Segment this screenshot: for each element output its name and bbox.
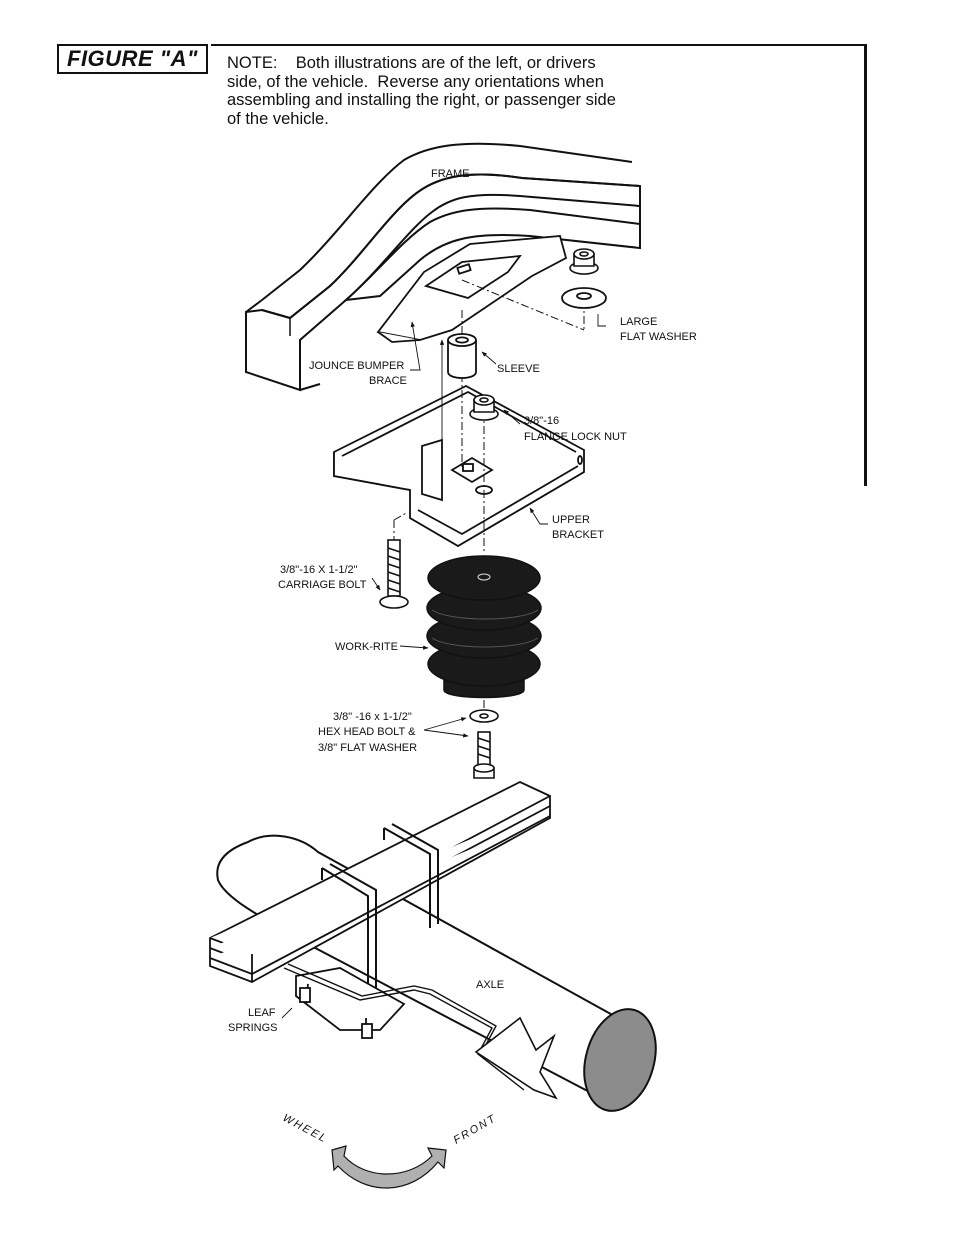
label-work-rite: WORK-RITE	[335, 641, 398, 653]
note-text: NOTE: Both illustrations are of the left…	[227, 54, 687, 128]
label-leaf-1: LEAF	[248, 1007, 276, 1019]
label-hex-bolt-2: HEX HEAD BOLT &	[318, 726, 416, 738]
figure-title-box: FIGURE "A"	[57, 44, 208, 74]
note-line-1: NOTE: Both illustrations are of the left…	[227, 54, 596, 72]
frame-rail	[245, 142, 641, 392]
figure-title: FIGURE "A"	[67, 46, 198, 71]
label-hex-bolt-1: 3/8" -16 x 1-1/2"	[333, 711, 412, 723]
label-large-flat-washer-2: FLAT WASHER	[620, 331, 697, 343]
u-bolts	[321, 823, 439, 1010]
carriage-bolt	[379, 539, 409, 609]
jounce-bumper-brace	[376, 235, 568, 343]
label-carriage-bolt-2: CARRIAGE BOLT	[278, 579, 367, 591]
label-front: FRONT	[452, 1112, 499, 1146]
direction-arrow: WHEEL FRONT	[281, 1112, 499, 1189]
upper-bracket	[333, 384, 585, 548]
spring-plate	[295, 967, 406, 1039]
label-flange-nut-1: 3/8"-16	[524, 415, 559, 427]
label-axle: AXLE	[476, 979, 504, 991]
label-jounce-2: BRACE	[369, 375, 407, 387]
label-hex-bolt-3: 3/8" FLAT WASHER	[318, 742, 417, 754]
label-flange-nut-2: FLANGE LOCK NUT	[524, 431, 627, 443]
work-rite-bumper	[426, 555, 542, 699]
top-flange-nut	[569, 248, 599, 275]
label-jounce-1: JOUNCE BUMPER	[309, 360, 404, 372]
label-wheel: WHEEL	[281, 1112, 330, 1146]
label-sleeve: SLEEVE	[497, 363, 540, 375]
label-large-flat-washer-1: LARGE	[620, 316, 657, 328]
center-flange-nut	[469, 394, 499, 421]
large-flat-washer	[561, 287, 607, 309]
note-line-4: of the vehicle.	[227, 109, 329, 128]
label-upper-bracket-1: UPPER	[552, 514, 590, 526]
right-rule	[864, 44, 867, 486]
hex-bolt-and-washer	[469, 709, 499, 779]
sleeve	[447, 333, 477, 379]
label-upper-bracket-2: BRACKET	[552, 529, 604, 541]
axle-bracket	[474, 1016, 558, 1100]
top-rule	[211, 44, 867, 46]
note-line-2: side, of the vehicle. Reverse any orient…	[227, 72, 604, 91]
label-leaf-2: SPRINGS	[228, 1022, 278, 1034]
label-frame: FRAME	[431, 168, 470, 180]
note-line-3: assembling and installing the right, or …	[227, 91, 616, 109]
leaf-springs	[209, 780, 551, 983]
leader-lines	[281, 314, 606, 1019]
label-carriage-bolt-1: 3/8"-16 X 1-1/2"	[280, 564, 358, 576]
